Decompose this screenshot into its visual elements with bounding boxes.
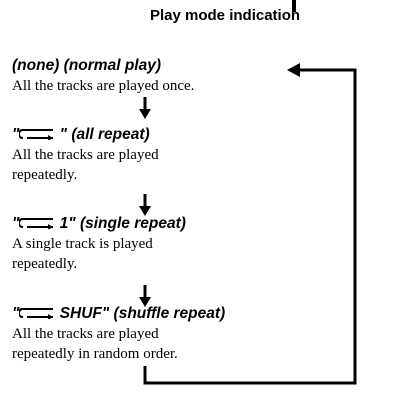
down-arrow-icon [139, 194, 151, 216]
mode-shuffle-repeat-indicator-open: " [12, 305, 20, 322]
mode-shuffle-repeat-indicator-close: SHUF" [55, 305, 110, 322]
mode-single-repeat-title: " 1" (single repeat) [12, 215, 186, 233]
mode-all-repeat-title: " " (all repeat) [12, 126, 150, 144]
mode-single-repeat-indicator-open: " [12, 215, 20, 232]
mode-all-repeat-indicator-close: " [55, 126, 68, 143]
mode-single-repeat-name: (single repeat) [79, 215, 186, 232]
mode-normal-indicator: (none) [12, 57, 60, 74]
repeat-arrow-icon [19, 129, 54, 140]
repeat-arrow-icon [19, 308, 54, 319]
down-arrow-icon [139, 285, 151, 307]
return-loop-arrow [143, 63, 357, 385]
mode-single-repeat-desc-line-1: A single track is played [12, 236, 153, 252]
diagram-title: Play mode indication [150, 7, 301, 24]
mode-shuffle-repeat-description: All the tracks are played repeatedly in … [12, 324, 178, 364]
mode-shuffle-repeat-desc-line-1: All the tracks are played [12, 326, 159, 342]
mode-normal-desc-line: All the tracks are played once. [12, 78, 195, 94]
mode-normal-description: All the tracks are played once. [12, 76, 194, 96]
return-arrowhead-icon [287, 63, 300, 77]
mode-single-repeat-description: A single track is played repeatedly. [12, 234, 153, 274]
mode-shuffle-repeat-desc-line-2: repeatedly in random order. [12, 346, 178, 362]
mode-all-repeat-description: All the tracks are played repeatedly. [12, 145, 159, 185]
down-arrow-icon [139, 97, 151, 119]
header-tick-mark [292, 0, 296, 12]
mode-normal-name: (normal play) [63, 57, 161, 74]
mode-all-repeat-name: (all repeat) [71, 126, 150, 143]
mode-all-repeat-desc-line-2: repeatedly. [12, 167, 78, 183]
repeat-arrow-icon [19, 218, 54, 229]
mode-all-repeat-desc-line-1: All the tracks are played [12, 147, 159, 163]
mode-all-repeat-indicator-open: " [12, 126, 20, 143]
mode-single-repeat-desc-line-2: repeatedly. [12, 256, 78, 272]
mode-normal-title: (none) (normal play) [12, 57, 161, 75]
mode-single-repeat-indicator-close: 1" [55, 215, 76, 232]
mode-shuffle-repeat-name: (shuffle repeat) [113, 305, 226, 322]
mode-shuffle-repeat-title: " SHUF" (shuffle repeat) [12, 305, 225, 323]
